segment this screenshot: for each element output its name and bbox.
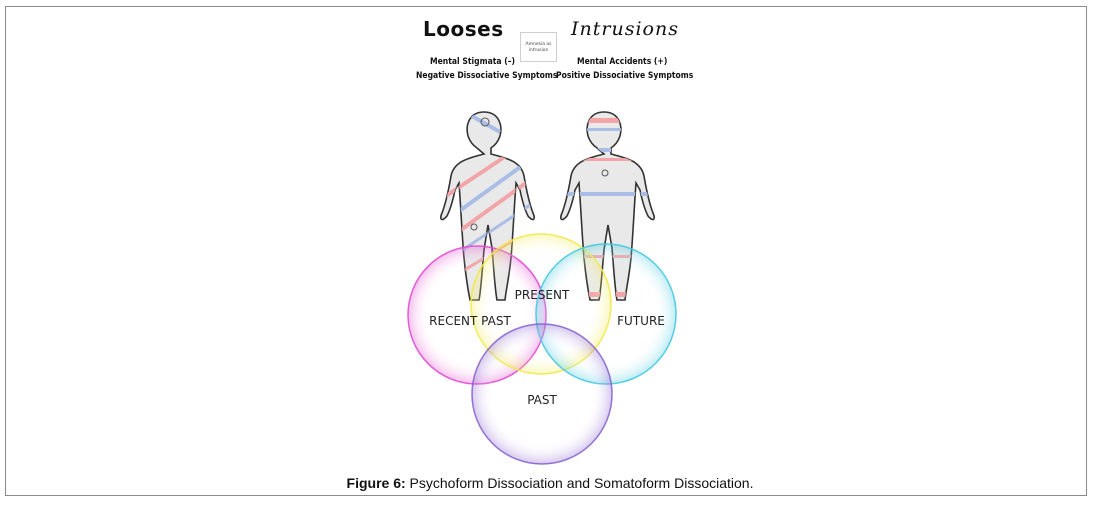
recent-past-label: RECENT PAST xyxy=(429,314,511,328)
figure-caption: Figure 6: Psychoform Dissociation and So… xyxy=(0,475,1100,491)
mental-accidents-label: Mental Accidents (+) xyxy=(577,57,668,67)
negative-symptoms-label: Negative Dissociative Symptoms xyxy=(416,71,558,81)
looses-heading: Looses xyxy=(423,17,504,41)
figure-frame xyxy=(5,6,1087,496)
past-circle xyxy=(471,323,613,465)
past-label: PAST xyxy=(527,393,557,407)
mental-stigmata-label: Mental Stigmata (–) xyxy=(430,57,516,67)
amnesia-box: Amnesia as intrusion xyxy=(520,32,557,62)
intrusions-heading: Intrusions xyxy=(571,18,679,40)
caption-label: Figure 6: xyxy=(346,475,406,491)
positive-symptoms-label: Positive Dissociative Symptoms xyxy=(556,71,694,81)
present-label: PRESENT xyxy=(515,288,570,302)
venn-diagram: RECENT PAST PRESENT FUTURE PAST xyxy=(407,233,677,465)
future-label: FUTURE xyxy=(617,314,665,328)
caption-text: Psychoform Dissociation and Somatoform D… xyxy=(405,475,754,491)
